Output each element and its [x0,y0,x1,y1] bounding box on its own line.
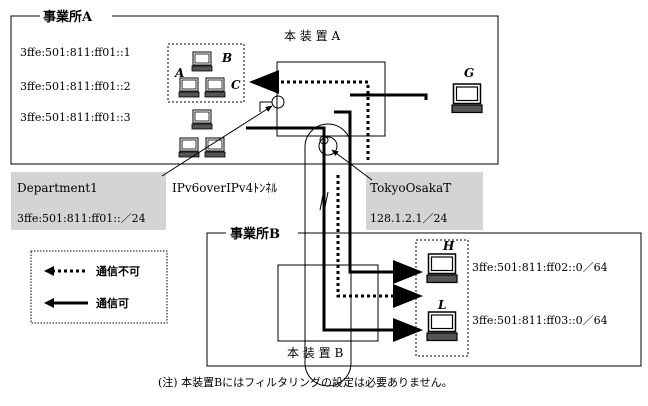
interface-a-circle [271,95,285,109]
department1-box [11,172,166,230]
subnet-h-address: 3ffe:501:811:ff02::0／64 [472,261,608,274]
leader-tokyoosaka [331,149,373,181]
allowed-path-to-pc-l [246,126,423,342]
tokyoosaka-name: TokyoOsakaT [370,181,451,195]
leader-department1 [161,105,273,177]
office-a-address-2: 3ffe:501:811:ff01::2 [20,80,131,93]
office-a-label-bg [40,8,112,24]
office-a-label: 事業所A [43,9,93,25]
tunnel-endpoint-a [318,136,338,156]
subnet-l-address: 3ffe:501:811:ff03::0／64 [472,314,608,327]
pc-c-icon [204,77,226,98]
office-b-box [206,232,642,367]
pc-lower-right-icon [204,137,226,158]
pc-g-label: G [464,66,474,80]
department1-prefix: 3ffe:501:811:ff01::／24 [17,212,146,225]
pc-b-label: B [221,51,232,65]
office-a-box [10,15,499,165]
office-a-address-1: 3ffe:501:811:ff01::1 [20,46,131,59]
tunnel-label: IPv6overIPv4ﾄﾝﾈﾙ [172,181,277,195]
pc-group-a [167,43,245,103]
footnote: (注) 本装置Bにはフィルタリングの設定は必要ありません。 [158,375,453,389]
legend-box [30,250,168,324]
device-b-box [277,264,379,342]
pc-b-icon [191,51,213,72]
legend-allowed-label: 通信可 [96,296,129,310]
department1-name: Department1 [17,181,98,195]
legend-blocked-arrowhead [44,266,54,276]
pc-h-icon [426,253,458,284]
blocked-path-to-pc-l [336,175,423,308]
pc-a-icon [178,77,200,98]
legend-allowed-arrowhead [44,298,54,308]
pc-lower-icon [191,109,213,130]
pc-l-label: L [437,298,446,312]
pc-g-icon [451,83,483,114]
office-b-label: 事業所B [230,226,280,242]
legend-blocked-label: 通信不可 [96,264,140,278]
link-to-pc-g [350,93,428,100]
device-a-label: 本 装 置 A [284,29,340,43]
tokyoosaka-address: 128.1.2.1／24 [370,212,447,225]
pc-l-icon [426,311,458,342]
pc-a-label: A [174,66,184,80]
office-a-address-3: 3ffe:501:811:ff01::3 [20,111,131,124]
pc-h-label: H [442,239,455,253]
device-b-label: 本 装 置 B [287,346,343,360]
allowed-path-to-pc-h [334,110,423,284]
blocked-path-to-office-a [249,70,370,160]
pc-c-label: C [231,78,241,92]
tokyoosaka-box [366,172,483,230]
office-b-label-bg [226,225,298,241]
